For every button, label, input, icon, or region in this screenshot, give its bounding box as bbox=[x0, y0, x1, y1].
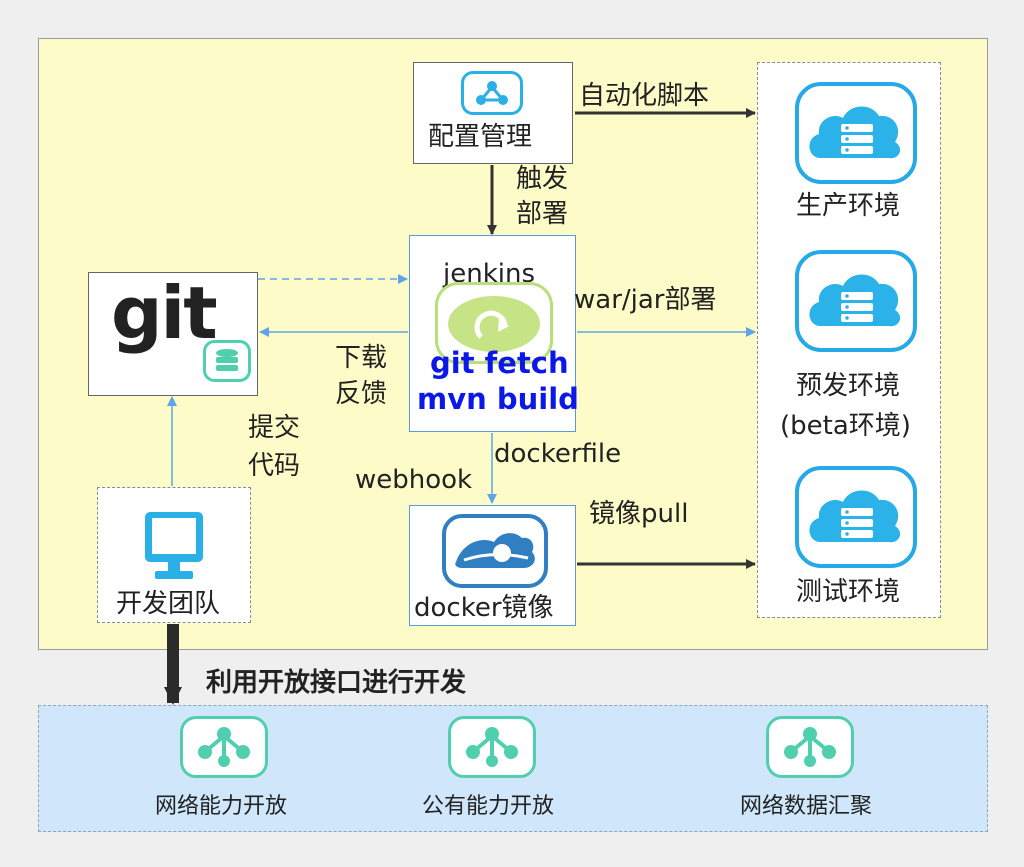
config-management-label: 配置管理 bbox=[428, 122, 533, 152]
production-env-label: 生产环境 bbox=[796, 191, 901, 221]
docker-image-node: docker镜像 bbox=[409, 505, 576, 626]
edge-label-dockerfile: dockerfile bbox=[494, 439, 622, 469]
docker-icon bbox=[442, 514, 548, 588]
open-api-item-label: 公有能力开放 bbox=[422, 794, 555, 819]
pre-release-env-label: 预发环境 bbox=[796, 371, 901, 401]
network-share-icon bbox=[180, 716, 268, 778]
edge-label-commit-1: 提交 bbox=[248, 413, 301, 443]
edge-label-war-jar: war/jar部署 bbox=[574, 285, 717, 315]
edge-label-auto-script: 自动化脚本 bbox=[579, 81, 710, 111]
edge-label-commit-2: 代码 bbox=[248, 451, 301, 481]
cloud-server-icon bbox=[795, 466, 917, 568]
jenkins-mvn-build-step: mvn build bbox=[417, 382, 579, 416]
dev-team-node: 开发团队 bbox=[97, 487, 251, 623]
jenkins-node: jenkins git fetch mvn build bbox=[409, 235, 579, 432]
config-management-node: 配置管理 bbox=[413, 62, 573, 164]
dev-team-label: 开发团队 bbox=[116, 589, 221, 619]
share-icon bbox=[461, 71, 523, 115]
docker-image-label: docker镜像 bbox=[414, 593, 554, 623]
network-share-icon bbox=[448, 716, 536, 778]
edge-label-webhook: webhook bbox=[355, 465, 473, 495]
database-icon bbox=[203, 340, 251, 382]
open-api-item-label: 网络能力开放 bbox=[155, 794, 288, 819]
git-repository-node: git bbox=[88, 272, 258, 396]
edge-label-image-pull: 镜像pull bbox=[589, 499, 689, 529]
monitor-icon bbox=[143, 510, 205, 582]
git-logo: git bbox=[111, 271, 218, 355]
cloud-server-icon bbox=[795, 250, 917, 352]
jenkins-refresh-icon bbox=[435, 282, 553, 364]
edge-label-download-1: 下载 bbox=[335, 343, 388, 373]
open-api-title: 利用开放接口进行开发 bbox=[206, 668, 467, 698]
network-share-icon bbox=[766, 716, 854, 778]
edge-label-download-2: 反馈 bbox=[335, 379, 388, 409]
edge-label-trigger-1: 触发 bbox=[516, 164, 569, 194]
cloud-server-icon bbox=[795, 82, 917, 184]
jenkins-git-fetch-step: git fetch bbox=[430, 346, 569, 380]
open-api-item-label: 网络数据汇聚 bbox=[740, 794, 873, 819]
edge-label-trigger-2: 部署 bbox=[516, 199, 569, 229]
beta-env-label: (beta环境) bbox=[780, 411, 911, 441]
test-env-label: 测试环境 bbox=[796, 577, 901, 607]
